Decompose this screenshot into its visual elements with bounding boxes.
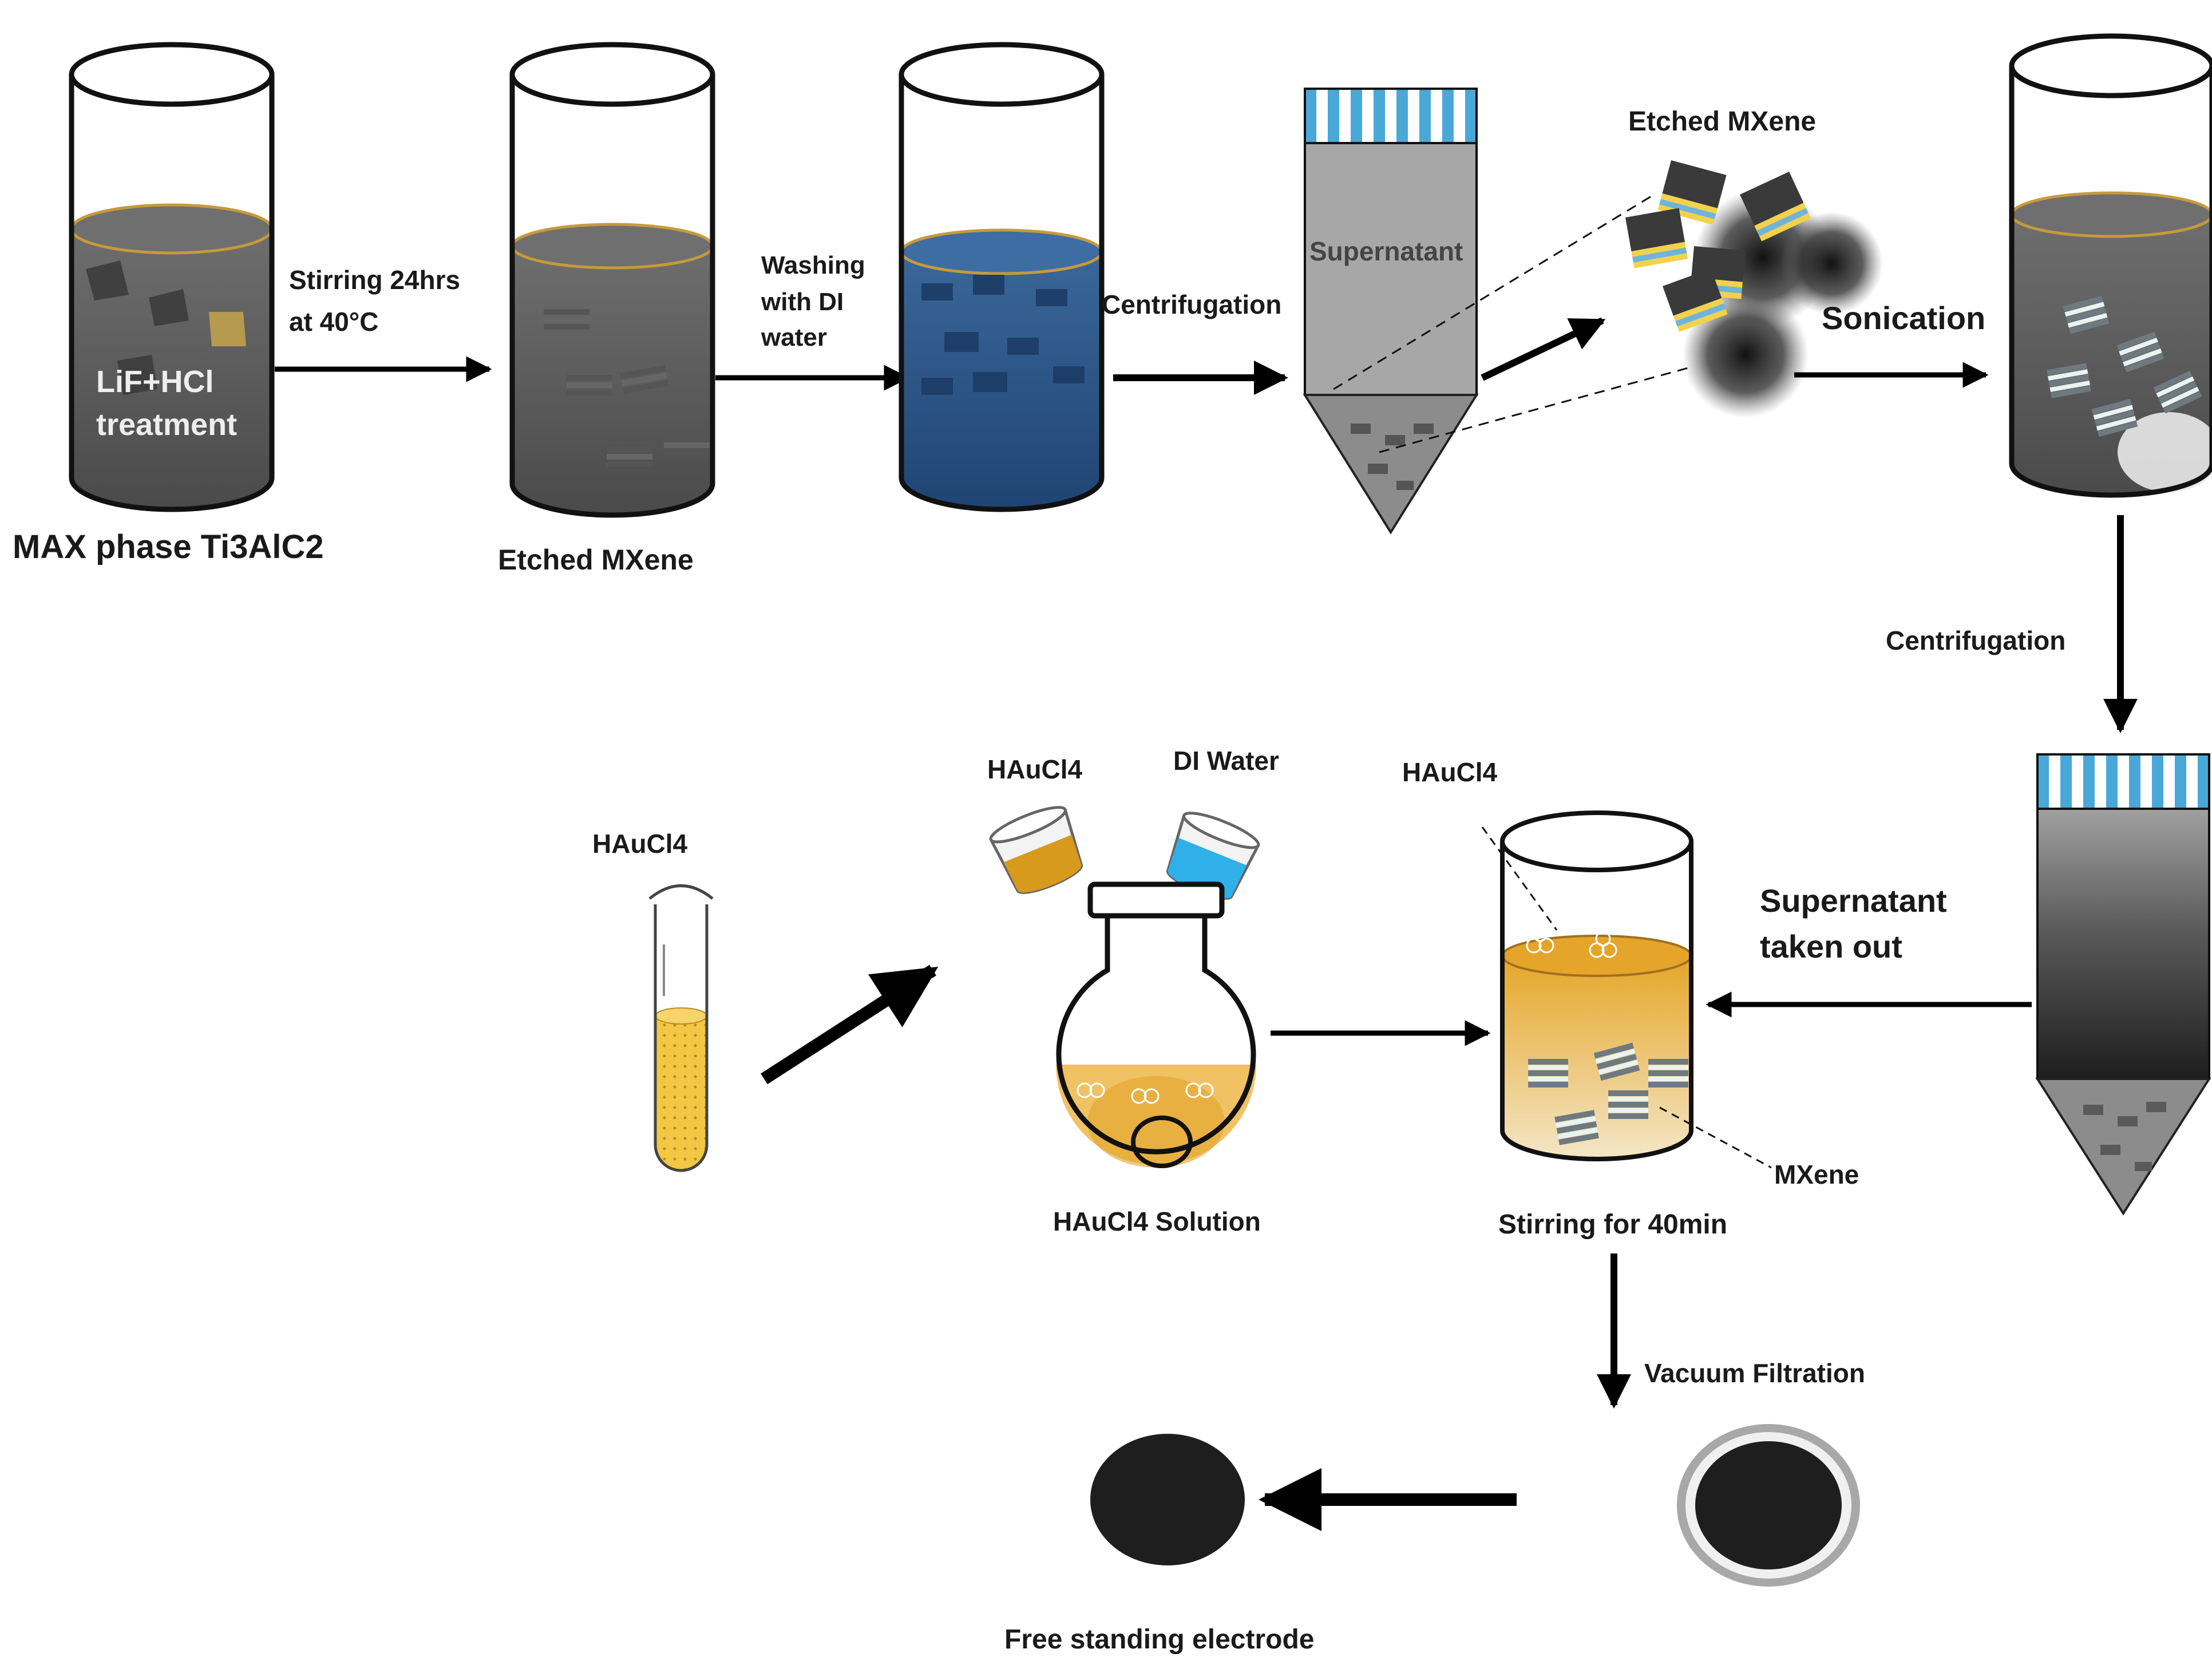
supernatant-label: Supernatant — [1309, 236, 1463, 266]
centrifuge-tube-1 — [1303, 88, 1479, 535]
max-phase-label: MAX phase Ti3AlC2 — [13, 528, 324, 565]
mxene-label: MXene — [1774, 1160, 1859, 1189]
pointer-mxene — [1659, 1106, 1772, 1169]
free-standing-electrode — [1090, 1434, 1245, 1565]
beaker-haucl4-pour — [989, 806, 1083, 894]
di-water-label: DI Water — [1173, 746, 1279, 776]
free-standing-label: Free standing electrode — [1004, 1624, 1314, 1655]
arrow-tube-to-flask — [761, 964, 939, 1085]
haucl4-mix-label: HAuCl4 — [1402, 757, 1498, 787]
beaker-washed — [899, 42, 1105, 512]
supernatant-out-label-1: Supernatant — [1760, 883, 1947, 919]
etched-mxene-label-1: Etched MXene — [498, 544, 694, 576]
centrifugation-label-1: Centrifugation — [1102, 290, 1281, 319]
haucl4-beaker-label: HAuCl4 — [987, 754, 1083, 784]
centrifugation-label-2: Centrifugation — [1886, 626, 2065, 655]
washing-label-2: with DI — [761, 288, 844, 316]
etched-mxene-label-2: Etched MXene — [1628, 106, 1816, 137]
stirring-40-label: Stirring for 40min — [1498, 1209, 1727, 1240]
pointer-haucl4 — [1481, 826, 1558, 931]
round-flask — [1056, 881, 1256, 1168]
stirring-label-2: at 40°C — [289, 307, 378, 337]
supernatant-out-label-2: taken out — [1760, 928, 1902, 964]
washing-label-3: water — [761, 323, 827, 351]
etched-mxene-particles — [1625, 160, 1883, 418]
zoom-line-bottom — [1379, 365, 1695, 453]
lif-hcl-label: LiF+HCl — [96, 365, 214, 399]
sonication-label: Sonication — [1822, 300, 1985, 336]
stirring-label-1: Stirring 24hrs — [289, 265, 460, 295]
centrifuge-tube-2 — [2035, 753, 2211, 1216]
haucl4-tube-label: HAuCl4 — [592, 829, 688, 859]
filter-disc — [1677, 1424, 1860, 1587]
haucl4-solution-label: HAuCl4 Solution — [1053, 1207, 1261, 1236]
beaker-sonicated — [2009, 33, 2212, 498]
beaker-stirring — [1500, 810, 1693, 1161]
vacuum-filtration-label: Vacuum Filtration — [1644, 1358, 1865, 1388]
test-tube-haucl4 — [648, 884, 714, 1172]
beaker-etched-mxene — [509, 42, 715, 518]
arrow-to-etched — [1481, 317, 1606, 381]
beaker-max-phase: LiF+HCl treatment — [69, 42, 275, 512]
treatment-label: treatment — [96, 408, 237, 442]
washing-label-1: Washing — [761, 251, 865, 279]
zoom-line-top — [1333, 193, 1655, 390]
